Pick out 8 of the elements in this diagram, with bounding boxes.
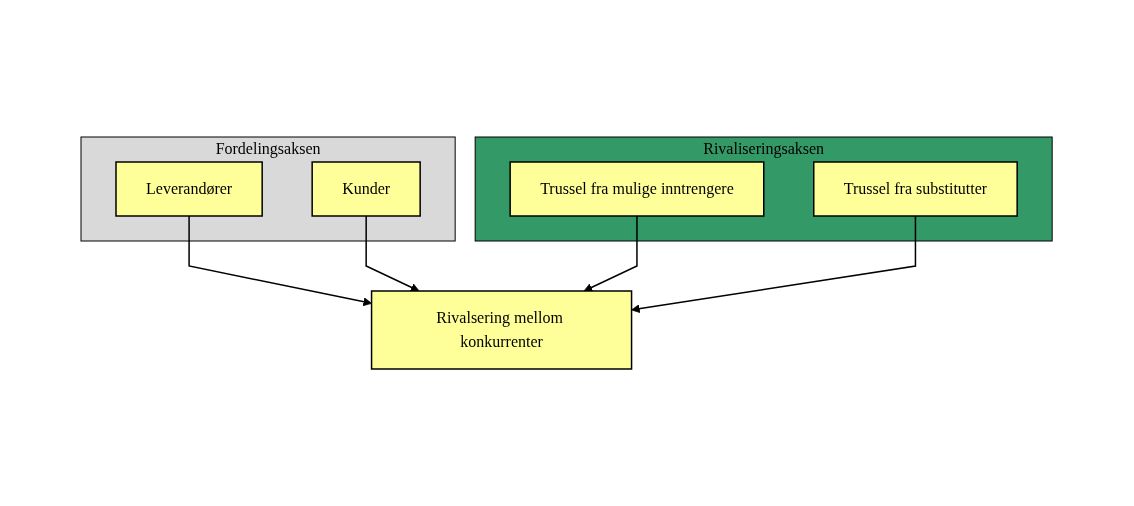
arrow xyxy=(365,215,420,292)
node-box: Trussel fra substitutter xyxy=(813,161,1019,217)
arrow xyxy=(631,215,917,314)
node-box: Leverandører xyxy=(115,161,264,217)
node-box: Kunder xyxy=(311,161,422,217)
arrow xyxy=(584,215,639,292)
node-box: Rivalsering mellom konkurrenter xyxy=(371,290,633,370)
node-box: Trussel fra mulige inntrengere xyxy=(509,161,765,217)
